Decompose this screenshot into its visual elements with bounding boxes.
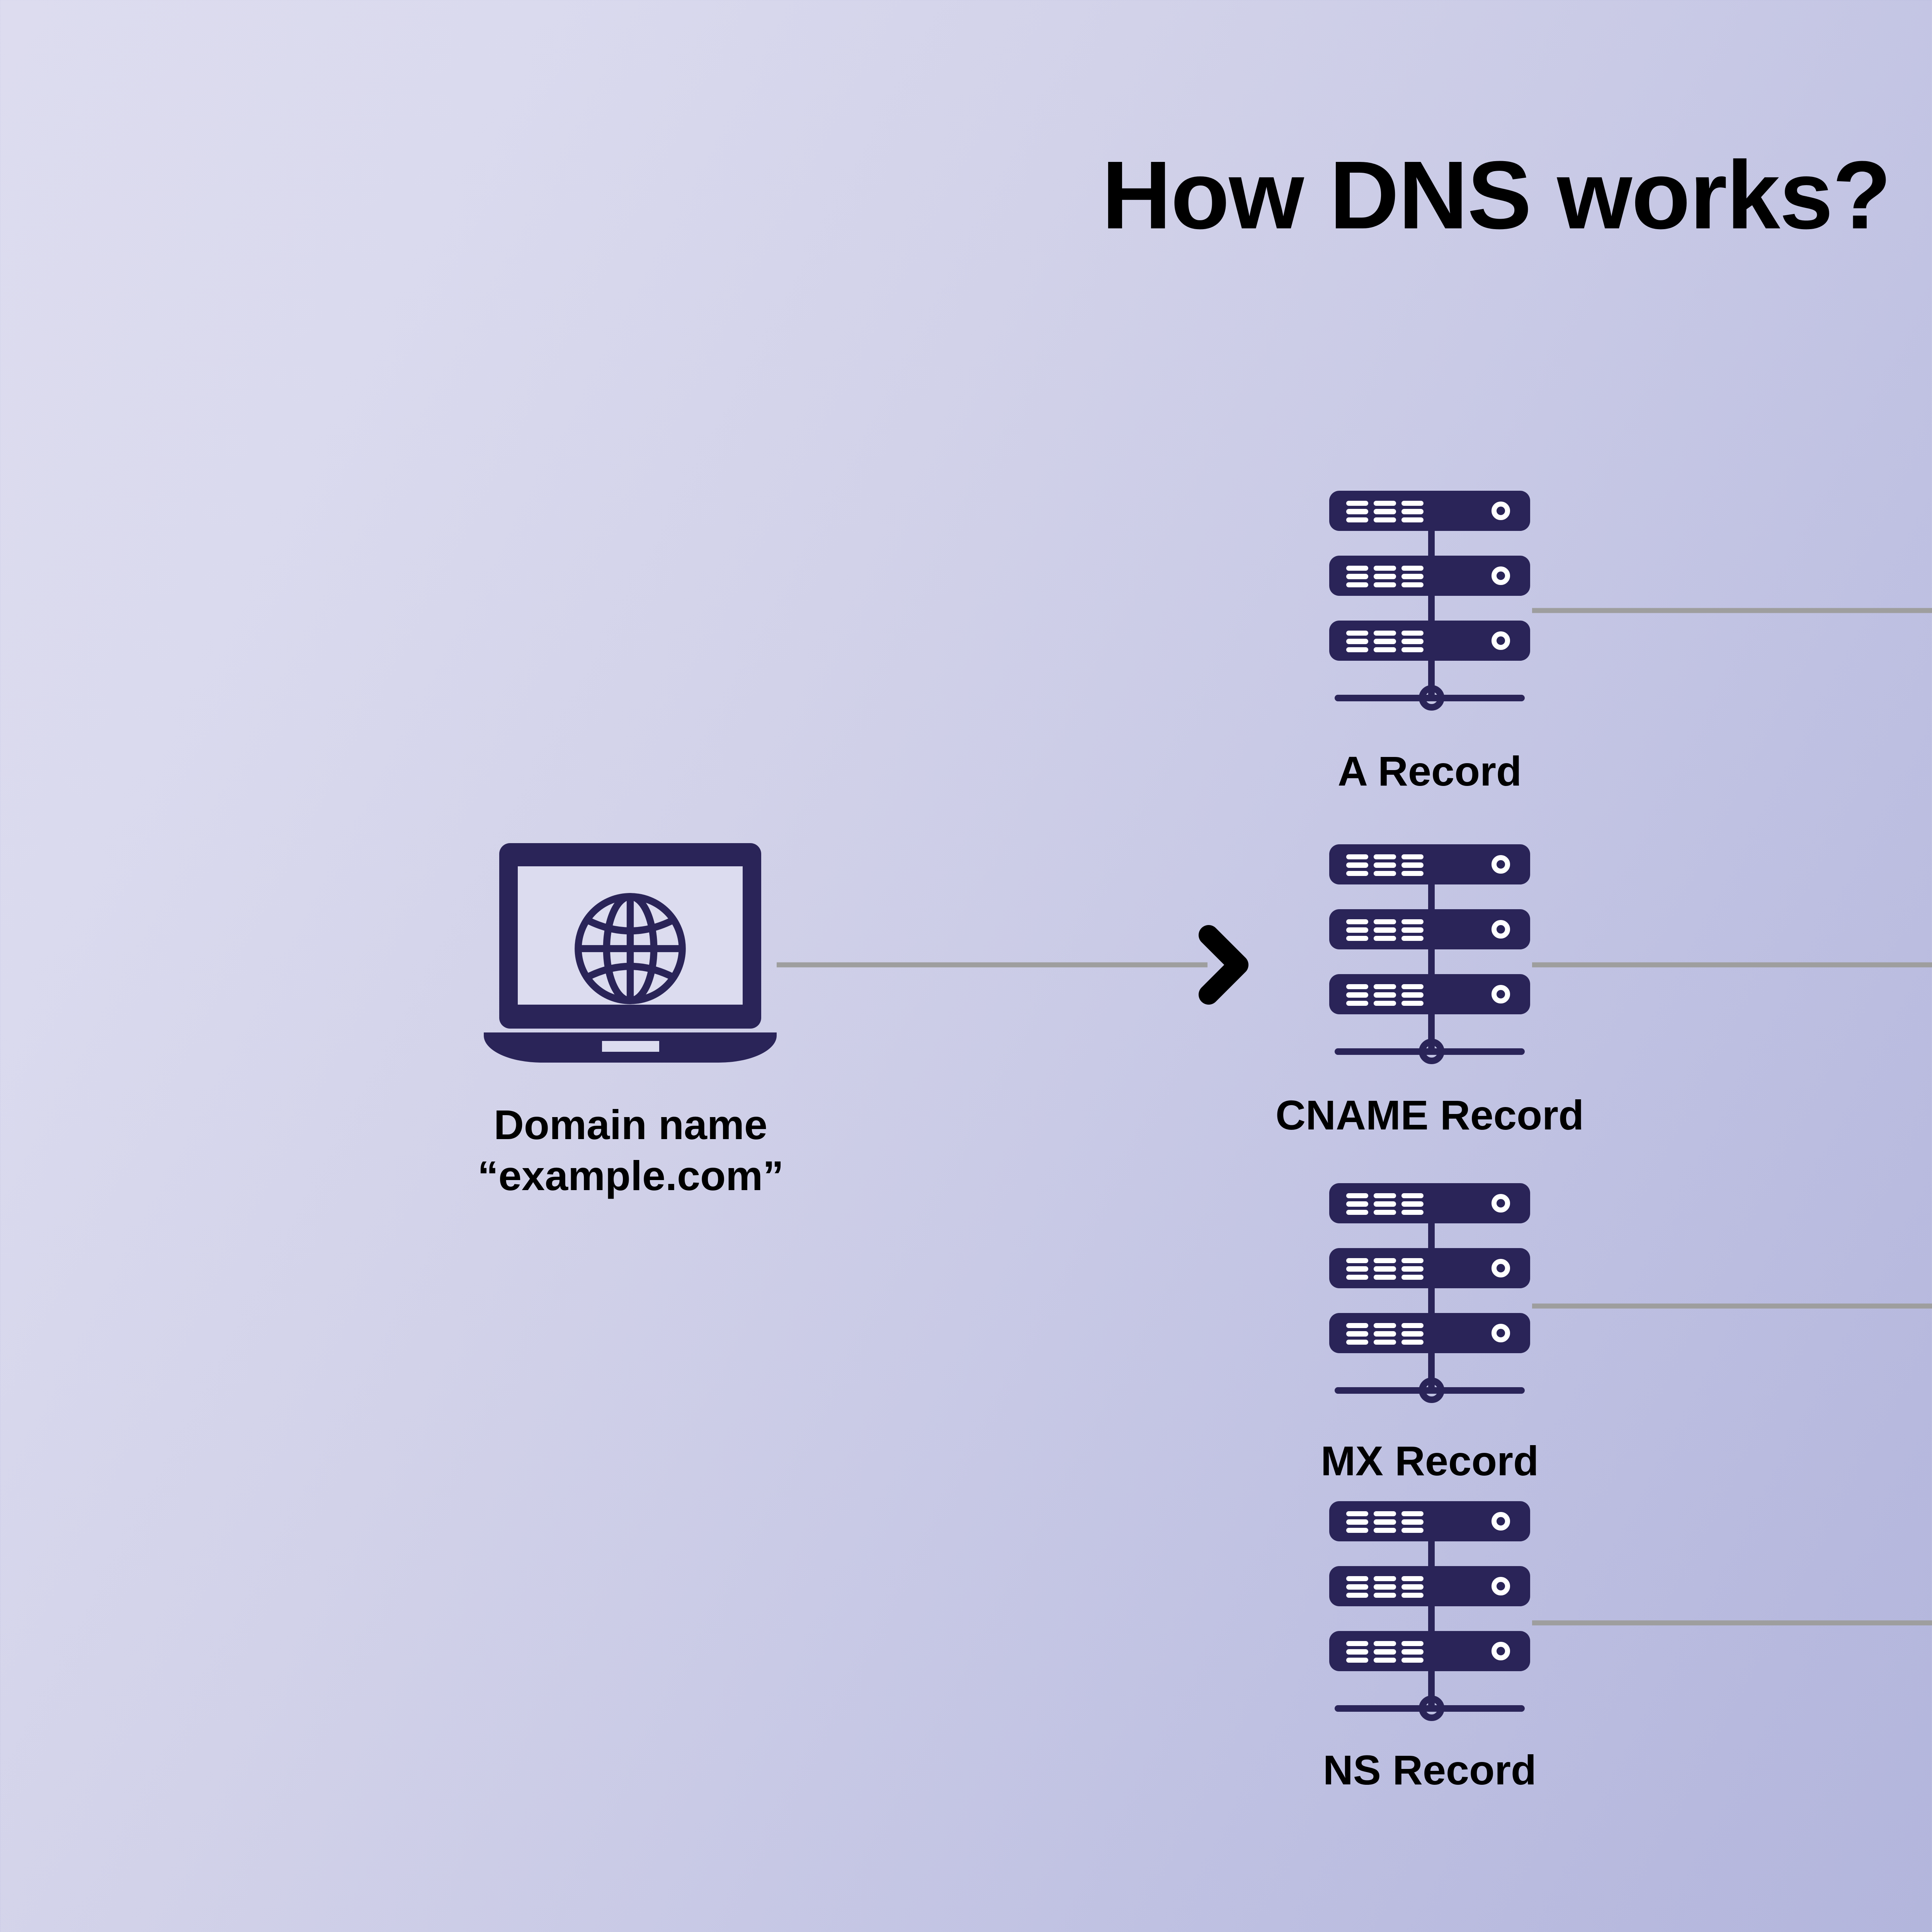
- server-vent-dots: [1346, 919, 1423, 941]
- record-label-mx: MX Record: [1320, 1437, 1539, 1484]
- server-stack-icon-ns: [1329, 1501, 1530, 1748]
- server-vent-dots: [1346, 984, 1423, 1006]
- server-led-icon: [1492, 1259, 1510, 1277]
- domain-name-line1: Domain name: [493, 1101, 768, 1148]
- server-stack-icon-mx: [1329, 1183, 1530, 1430]
- globe-icon: [575, 893, 686, 1004]
- wire-ns-to-email: [1532, 1620, 1932, 1626]
- server-vent-dots: [1346, 501, 1423, 522]
- server-vent-dots: [1346, 1323, 1423, 1345]
- server-unit: [1329, 974, 1530, 1014]
- server-riser: [1428, 1541, 1435, 1566]
- server-led-icon: [1492, 1577, 1510, 1595]
- server-vent-dots: [1346, 1511, 1423, 1533]
- server-node-icon: [1419, 685, 1444, 711]
- server-unit: [1329, 909, 1530, 949]
- server-riser: [1428, 884, 1435, 909]
- server-led-icon: [1492, 631, 1510, 650]
- server-vent-dots: [1346, 566, 1423, 587]
- server-led-icon: [1492, 1194, 1510, 1213]
- server-led-icon: [1492, 566, 1510, 585]
- record-label-a: A Record: [1337, 748, 1522, 794]
- server-unit: [1329, 1631, 1530, 1671]
- server-riser: [1428, 1288, 1435, 1313]
- page-title: How DNS works?: [1102, 141, 1891, 249]
- server-vent-dots: [1346, 1641, 1423, 1663]
- server-led-icon: [1492, 502, 1510, 520]
- server-unit: [1329, 1313, 1530, 1353]
- server-unit: [1329, 621, 1530, 661]
- server-unit: [1329, 1501, 1530, 1541]
- wire-cname-to-email: [1532, 962, 1932, 968]
- server-node-icon: [1419, 1378, 1444, 1403]
- server-unit: [1329, 1566, 1530, 1606]
- server-unit: [1329, 1248, 1530, 1288]
- server-led-icon: [1492, 1512, 1510, 1531]
- server-node-icon: [1419, 1039, 1444, 1064]
- server-riser: [1428, 596, 1435, 621]
- server-vent-dots: [1346, 1258, 1423, 1280]
- server-led-icon: [1492, 920, 1510, 939]
- record-label-cname: CNAME Record: [1275, 1092, 1584, 1138]
- server-led-icon: [1492, 855, 1510, 874]
- server-unit: [1329, 1183, 1530, 1223]
- server-stack-icon-cname: [1329, 844, 1530, 1092]
- server-led-icon: [1492, 1324, 1510, 1342]
- server-led-icon: [1492, 985, 1510, 1003]
- server-node-icon: [1419, 1696, 1444, 1721]
- server-vent-dots: [1346, 1193, 1423, 1215]
- server-vent-dots: [1346, 1576, 1423, 1598]
- server-riser: [1428, 1223, 1435, 1248]
- server-stack-icon-a: [1329, 491, 1530, 738]
- domain-name-line2: “example.com”: [477, 1152, 784, 1199]
- chevron-right-icon-domain: [1199, 925, 1248, 1005]
- server-vent-dots: [1346, 854, 1423, 876]
- server-riser: [1428, 531, 1435, 556]
- server-riser: [1428, 1606, 1435, 1631]
- domain-name-label: Domain name “example.com”: [329, 1099, 932, 1201]
- record-label-ns: NS Record: [1323, 1747, 1537, 1793]
- server-unit: [1329, 556, 1530, 596]
- server-riser: [1428, 949, 1435, 974]
- server-unit: [1329, 844, 1530, 884]
- server-led-icon: [1492, 1642, 1510, 1660]
- server-vent-dots: [1346, 631, 1423, 652]
- server-unit: [1329, 491, 1530, 531]
- laptop-trackpad: [602, 1041, 659, 1052]
